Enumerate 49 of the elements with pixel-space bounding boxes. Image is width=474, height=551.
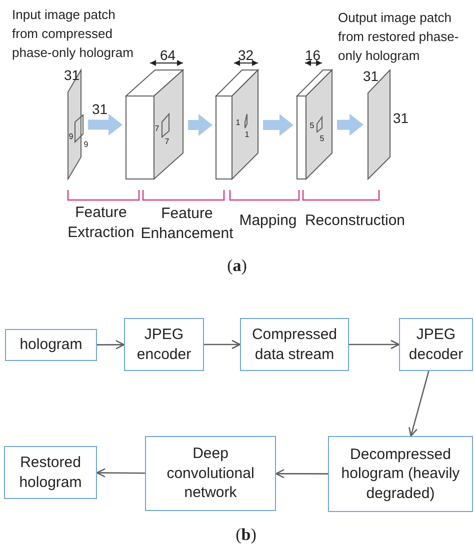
box-text: Deep convolutional network xyxy=(166,444,256,503)
box-text: hologram xyxy=(18,335,84,355)
dimension-label: 16 xyxy=(305,48,321,62)
heading-text: Input image patch from compressed phase-only hologram xyxy=(12,6,134,62)
panel-label: (b) xyxy=(234,524,258,546)
process-box xyxy=(4,446,97,499)
feature-map-block xyxy=(215,69,260,181)
kernel-size-label: 5 xyxy=(309,122,315,130)
box-text: Restored hologram xyxy=(18,453,83,492)
dimension-label: 31 xyxy=(92,102,108,116)
kernel-size-label: 9 xyxy=(83,141,89,149)
dimension-label: 31 xyxy=(393,111,409,125)
box-text: JPEG encoder xyxy=(136,325,192,364)
arrow xyxy=(204,340,241,350)
dimension-label: 31 xyxy=(64,68,80,82)
heading-text: Output image patch from restored phase-only hologram xyxy=(338,9,460,65)
process-box xyxy=(124,318,204,371)
arrow xyxy=(408,370,430,437)
dimension-label: 32 xyxy=(238,48,254,62)
stage-label: Reconstruction xyxy=(304,211,406,230)
box-text: JPEG decoder xyxy=(408,325,464,364)
arrow xyxy=(275,469,328,478)
arrow xyxy=(349,340,400,350)
kernel-size-label: 1 xyxy=(235,119,241,127)
box-text: Compressed data stream xyxy=(250,325,338,364)
kernel-size-label: 7 xyxy=(154,125,160,133)
kernel-size-label: 9 xyxy=(68,133,74,141)
block-arrow xyxy=(336,114,364,136)
feature-map-block xyxy=(296,69,334,181)
dimension-label: 64 xyxy=(160,48,176,62)
arrow xyxy=(96,468,145,478)
kernel-size-label: 7 xyxy=(164,138,170,146)
block-arrow xyxy=(88,114,122,136)
kernel-size-label: 1 xyxy=(244,131,250,139)
block-arrow xyxy=(188,114,212,136)
box-text: Decompressed hologram (heavily degraded) xyxy=(340,444,461,504)
process-box xyxy=(240,318,349,371)
process-box xyxy=(145,436,276,511)
block-arrow xyxy=(263,114,294,136)
process-box xyxy=(5,329,97,361)
process-box xyxy=(328,436,473,512)
image-patch-plane xyxy=(66,68,85,181)
kernel-size-label: 5 xyxy=(319,135,325,143)
process-box xyxy=(399,318,473,371)
panel-label: (a) xyxy=(226,255,248,277)
stage-label: Feature Enhancement xyxy=(140,204,234,243)
dimension-label: 31 xyxy=(363,69,379,83)
feature-map-block xyxy=(125,69,185,181)
arrow xyxy=(97,340,125,350)
